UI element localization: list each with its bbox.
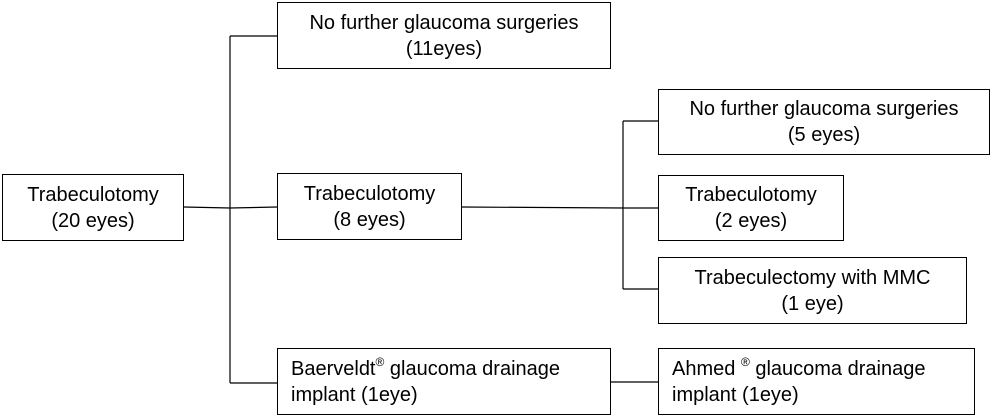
node-label-rest: glaucoma drainage [384, 357, 561, 380]
node-trabeculotomy-2-eyes: Trabeculotomy (2 eyes) [658, 175, 844, 241]
node-no-further-surgeries-5-eyes: No further glaucoma surgeries (5 eyes) [658, 89, 990, 155]
node-label-line-2: (5 eyes) [787, 124, 861, 146]
node-label-name: Baerveldt [291, 357, 376, 380]
node-label-name: Ahmed [672, 357, 741, 380]
node-label-line-1: Trabeculotomy [27, 183, 159, 206]
registered-mark: ® [375, 354, 385, 369]
node-label-line-1: Trabeculotomy [303, 182, 436, 205]
node-label-line-1: No further glaucoma surgeries [689, 98, 959, 120]
node-ahmed-implant: Ahmed ® glaucoma drainage implant (1eye) [658, 348, 975, 415]
node-label-line-2: (1 eye) [781, 292, 844, 315]
node-label-line-1: Trabeculectomy with MMC [694, 266, 931, 289]
node-trabeculotomy-8-eyes: Trabeculotomy (8 eyes) [277, 173, 462, 240]
node-label-rest: glaucoma drainage [749, 357, 926, 380]
node-label-line-1: Trabeculotomy [685, 184, 817, 206]
edge-trab8-trunk [461, 206, 624, 209]
node-label-line-1: Ahmed ® glaucoma drainage [672, 356, 925, 382]
node-label-line-1: No further glaucoma surgeries [309, 11, 579, 34]
node-trabeculectomy-mmc: Trabeculectomy with MMC (1 eye) [658, 257, 967, 324]
registered-mark: ® [740, 354, 750, 369]
node-no-further-surgeries-11-eyes: No further glaucoma surgeries (11eyes) [277, 2, 611, 69]
edge-root-trunk [183, 206, 231, 209]
node-label-line-2: (20 eyes) [51, 209, 135, 232]
node-baerveldt-implant: Baerveldt® glaucoma drainage implant (1e… [277, 348, 611, 415]
node-label-line-2: implant (1eye) [672, 383, 799, 406]
node-label-line-1: Baerveldt® glaucoma drainage [291, 356, 560, 382]
node-trabeculotomy-20-eyes: Trabeculotomy (20 eyes) [2, 174, 184, 241]
node-label-line-2: implant (1eye) [291, 383, 418, 406]
node-label-line-2: (8 eyes) [333, 208, 406, 231]
edge-to-trabeculotomy-8 [229, 206, 278, 209]
node-label-line-2: (11eyes) [405, 37, 483, 60]
node-label-line-2: (2 eyes) [714, 210, 788, 232]
